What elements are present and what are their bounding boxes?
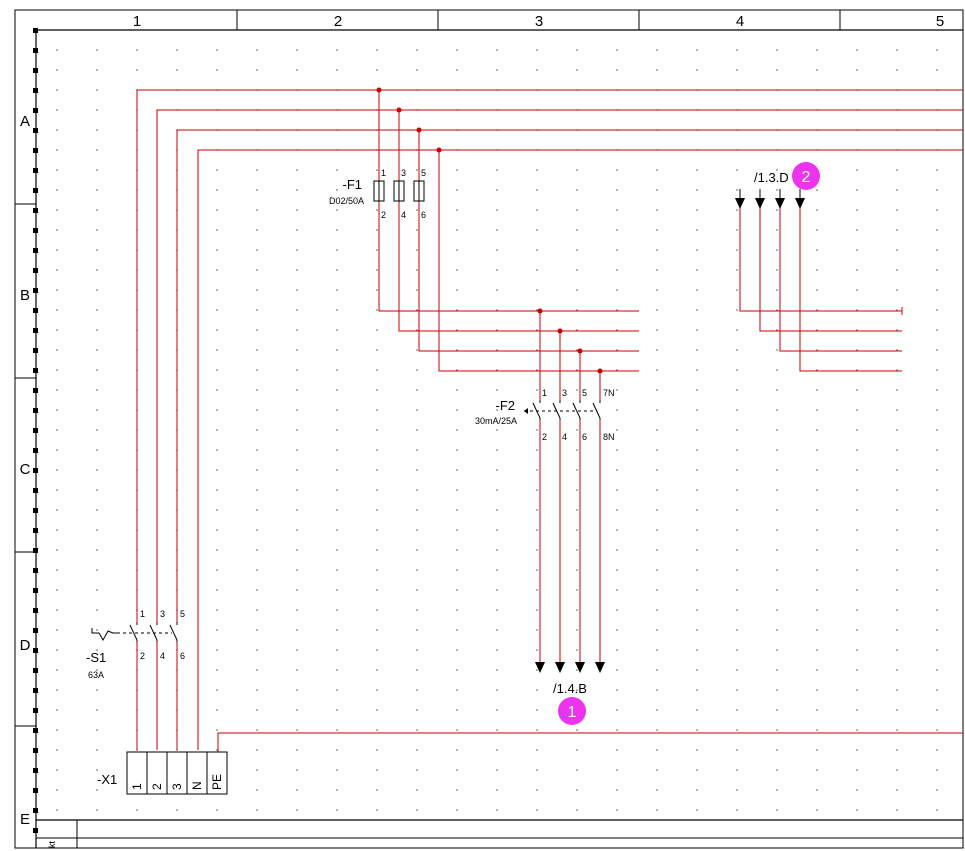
f1-branch-n <box>438 150 639 372</box>
f2-pin-4: 4 <box>562 432 567 442</box>
f1-pin-2: 2 <box>381 210 386 220</box>
incoming-wire-2 <box>759 205 902 332</box>
column-label-4: 4 <box>736 13 744 30</box>
s1-pin-5: 5 <box>180 609 185 619</box>
incoming-wire-3 <box>779 205 902 352</box>
f2-pin-7n: 7N <box>603 388 615 398</box>
callout-marker-2-label: 2 <box>802 169 811 186</box>
f2-tag: -F2 <box>496 398 516 413</box>
f2-pin-3: 3 <box>562 388 567 398</box>
column-label-1: 1 <box>133 13 141 30</box>
cross-ref-incoming[interactable]: /1.3.D <box>754 170 789 185</box>
f1-pin-5: 5 <box>421 168 426 178</box>
column-label-5: 5 <box>936 13 944 30</box>
f1-pin-6: 6 <box>421 210 426 220</box>
bus-wire-l1 <box>136 89 963 750</box>
f1-pin-4: 4 <box>401 210 406 220</box>
f2-pin-1: 1 <box>542 388 547 398</box>
row-label-e: E <box>20 811 30 828</box>
incoming-wire-n <box>799 205 902 372</box>
x1-tag: -X1 <box>97 772 117 787</box>
corner-text: kt <box>47 841 57 849</box>
callout-marker-1: 1 <box>558 697 586 725</box>
f2-pin-5: 5 <box>582 388 587 398</box>
f1-rating: D02/50A <box>329 196 364 206</box>
rcd-f2[interactable]: -F2 30mA/25A 1 3 5 7N 2 4 6 8N <box>475 388 615 442</box>
s1-pin-1: 1 <box>140 609 145 619</box>
x1-terminal-pe: PE <box>210 774 224 790</box>
row-labels: A B C D E <box>20 113 31 828</box>
f1-branch-2 <box>398 110 639 332</box>
f2-pin-2: 2 <box>542 432 547 442</box>
f2-rating: 30mA/25A <box>475 416 517 426</box>
row-label-c: C <box>20 461 31 478</box>
s1-rating: 63A <box>88 670 104 680</box>
pe-wire <box>217 732 963 752</box>
s1-tag: -S1 <box>86 650 106 665</box>
fuse-f1[interactable]: -F1 D02/50A 1 3 5 2 4 6 <box>329 168 426 220</box>
terminal-strip-x1[interactable]: 1 2 3 N PE -X1 <box>97 751 228 795</box>
bus-wire-n <box>197 149 963 750</box>
row-label-b: B <box>20 287 30 304</box>
column-label-2: 2 <box>334 13 342 30</box>
wires <box>136 89 963 752</box>
f1-tag: -F1 <box>343 177 363 192</box>
junction-dots <box>376 87 603 374</box>
bus-wire-l3 <box>176 129 963 750</box>
x1-terminal-1: 1 <box>130 783 144 790</box>
f1-pin-1: 1 <box>381 168 386 178</box>
row-label-d: D <box>20 637 31 654</box>
s1-pin-6: 6 <box>180 651 185 661</box>
f2-pin-8n: 8N <box>603 432 615 442</box>
x1-terminal-n: N <box>190 781 204 790</box>
s1-pin-3: 3 <box>160 609 165 619</box>
f2-pin-6: 6 <box>582 432 587 442</box>
f1-pin-3: 3 <box>401 168 406 178</box>
f1-branch-3 <box>418 130 639 352</box>
switch-s1[interactable]: -S1 63A 1 3 5 2 4 6 <box>86 609 185 680</box>
down-arrows <box>535 662 605 673</box>
cross-ref-down[interactable]: /1.4.B <box>553 681 587 696</box>
x1-terminal-2: 2 <box>150 783 164 790</box>
callout-marker-1-label: 1 <box>568 704 577 721</box>
column-labels: 1 2 3 4 5 <box>133 13 944 30</box>
f1-branch-1 <box>378 90 639 312</box>
incoming-arrows <box>735 189 805 209</box>
callout-marker-2: 2 <box>792 162 820 190</box>
s1-pin-4: 4 <box>160 651 165 661</box>
bus-wire-l2 <box>156 109 963 750</box>
row-label-a: A <box>20 113 30 130</box>
column-label-3: 3 <box>535 13 543 30</box>
incoming-wire-1 <box>739 205 902 312</box>
x1-terminal-3: 3 <box>170 783 184 790</box>
frame-ticks <box>33 28 38 833</box>
s1-pin-2: 2 <box>140 651 145 661</box>
